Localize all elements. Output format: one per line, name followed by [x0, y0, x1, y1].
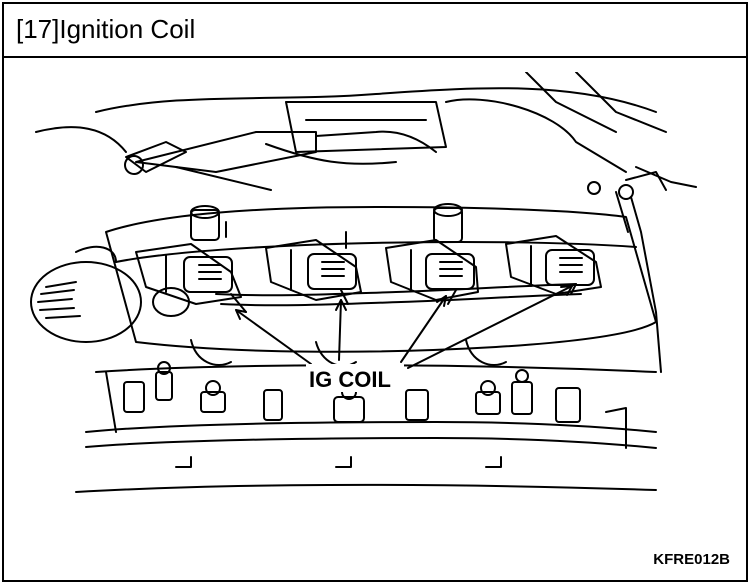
valve-cover	[75, 206, 657, 353]
figure-code: KFRE012B	[653, 551, 730, 568]
ig-coil-label: IG COIL	[309, 367, 391, 392]
callout-arrows	[235, 285, 573, 369]
callout-label-bg	[306, 364, 404, 392]
upper-engine-parts	[35, 72, 697, 373]
oil-filler-cap	[30, 261, 190, 343]
wiring-harness	[215, 221, 582, 307]
ignition-coil-3	[385, 239, 479, 305]
engine-illustration: IG COIL	[16, 72, 734, 504]
ignition-coil-2	[265, 239, 362, 305]
ignition-coil-1	[135, 243, 247, 313]
title-bar: [17]Ignition Coil	[4, 4, 746, 58]
page-title: [17]Ignition Coil	[16, 14, 196, 44]
coil-pillars	[190, 203, 463, 243]
fuel-rail-and-injectors	[75, 339, 657, 493]
